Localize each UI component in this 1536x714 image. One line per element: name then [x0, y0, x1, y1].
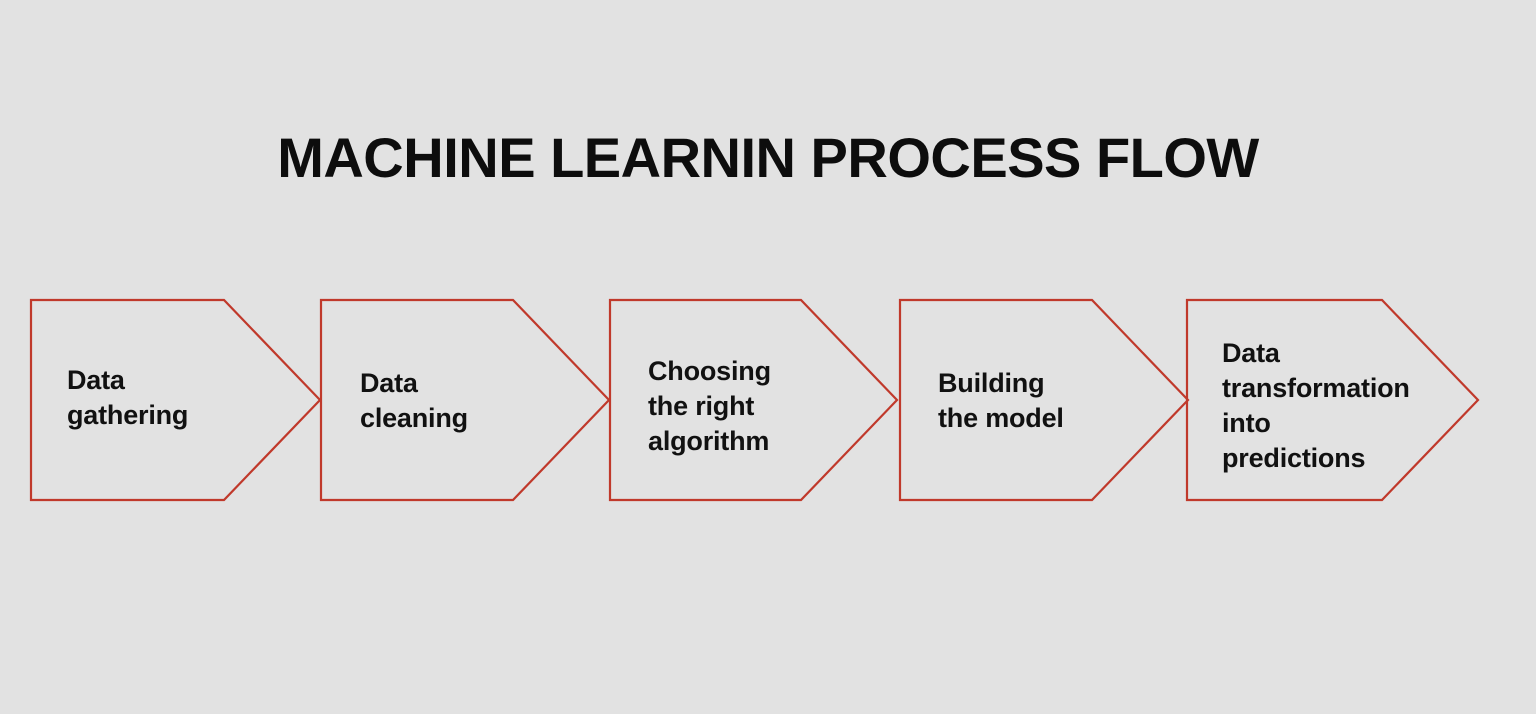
chevron-label-1: Data gathering — [67, 365, 189, 431]
chevron-shape-1[interactable] — [31, 300, 320, 500]
chevron-shape-3[interactable] — [610, 300, 897, 500]
chevron-label-5: Data transformation into predictions — [1222, 338, 1410, 474]
chevron-shape-4[interactable] — [900, 300, 1188, 500]
chevron-label-3: Choosing the right algorithm — [648, 356, 771, 457]
page-title: MACHINE LEARNIN PROCESS FLOW — [277, 126, 1259, 189]
chevron-shape-2[interactable] — [321, 300, 609, 500]
chevron-label-4: Building the model — [938, 368, 1064, 434]
chevron-label-2: Data cleaning — [360, 368, 468, 434]
chevron-shape-5[interactable] — [1187, 300, 1478, 500]
